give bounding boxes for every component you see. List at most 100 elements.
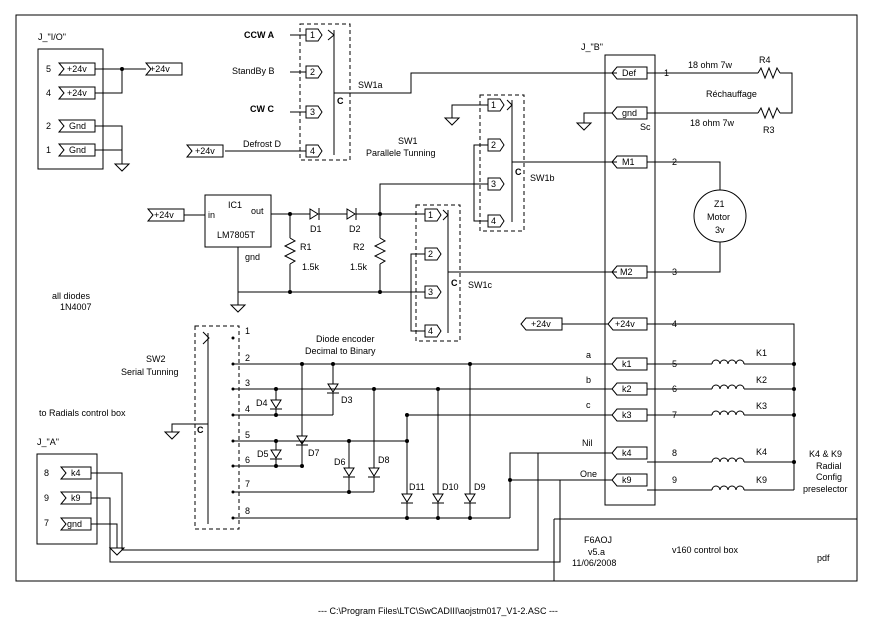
switch-sw1c: 1 2 3 4 C SW1c	[410, 204, 617, 342]
encoder-line-b: b	[586, 375, 591, 385]
sw1b-subtitle: Parallele Tunning	[366, 148, 436, 158]
sw2-common: C	[197, 425, 204, 435]
relay-k9	[711, 485, 745, 491]
jb-pin-label: k2	[622, 384, 632, 394]
sw1b-pin-num: 3	[491, 179, 496, 189]
ic1-name: IC1	[228, 200, 242, 210]
io-pin-num: 2	[46, 121, 51, 131]
jb-pin-label: M2	[620, 267, 633, 277]
sw1a-defrost-net: +24v	[195, 146, 215, 156]
diode-d11	[401, 493, 413, 503]
diode-d1	[309, 208, 319, 220]
diode-label: D4	[256, 398, 268, 408]
relay-note: preselector	[803, 484, 848, 494]
connector-io: J_"I/O" 5 +24v 4 +24v 2 Gnd 1 Gnd +24v	[37, 32, 183, 172]
r4-label: R4	[759, 55, 771, 65]
jb-pin-label: M1	[622, 157, 635, 167]
diode-note: all diodes	[52, 291, 91, 301]
relay-label: K4	[756, 447, 767, 457]
ic1-part: LM7805T	[217, 230, 256, 240]
ground-symbol	[443, 117, 461, 126]
relay-k3	[711, 410, 745, 416]
relay-supply: +24v	[520, 317, 796, 490]
motor-label: Motor	[707, 212, 730, 222]
connector-b-title: J_"B"	[581, 42, 603, 52]
title-author: F6AOJ	[584, 535, 612, 545]
border-frame	[15, 14, 858, 582]
jb-sc-label: Sc	[640, 122, 651, 132]
switch-sw1a: CCW A StandBy B CW C Defrost D +24v 1 2 …	[185, 23, 617, 161]
ground-symbol	[229, 304, 247, 313]
io-pin-num: 1	[46, 145, 51, 155]
diode-d2	[346, 208, 356, 220]
io-net-label: +24v	[150, 64, 170, 74]
motor-name: Z1	[714, 199, 725, 209]
sw1b-name: SW1b	[530, 173, 555, 183]
io-pin-label: +24v	[67, 64, 87, 74]
encoder-line-nil: Nil	[582, 438, 593, 448]
sw1c-pin-num: 2	[428, 249, 433, 259]
diode-label: D5	[257, 449, 269, 459]
ground-symbol	[113, 163, 131, 172]
connector-a-title: J_"A"	[37, 437, 59, 447]
r2-label: R2	[353, 242, 365, 252]
r1-value: 1.5k	[302, 262, 320, 272]
diode-part: 1N4007	[60, 302, 92, 312]
switch-sw2: SW2 Serial Tunning C 1 2 3 4 5 6 7 8	[121, 325, 250, 530]
jb-pin-label: k3	[622, 410, 632, 420]
ja-pin-label: k9	[71, 493, 81, 503]
jb-pin-label: Def	[622, 68, 637, 78]
title-version: v5.a	[588, 547, 605, 557]
sw1a-input-label: StandBy B	[232, 66, 275, 76]
jb-pin-label: +24v	[615, 319, 635, 329]
connector-a: to Radials control box J_"A" 8 k4 9 k9 7…	[36, 408, 612, 563]
sw1a-name: SW1a	[358, 80, 383, 90]
jb-pin-label: k4	[622, 448, 632, 458]
sw1b-pin-num: 2	[491, 140, 496, 150]
diode-label: D6	[334, 457, 346, 467]
motor-voltage: 3v	[715, 225, 725, 235]
sw1c-common: C	[451, 278, 458, 288]
heater-label: Réchauffage	[706, 89, 757, 99]
sw1a-input-label: CW C	[250, 104, 274, 114]
title-date: 11/06/2008	[572, 558, 616, 568]
io-pin-num: 5	[46, 64, 51, 74]
relay-note: Radial	[816, 461, 842, 471]
jb-pin-label: k1	[622, 359, 632, 369]
ja-pin-num: 9	[44, 493, 49, 503]
encoder-subtitle: Decimal to Binary	[305, 346, 376, 356]
diode-d7	[296, 435, 308, 445]
ic1-input-net: +24v	[154, 210, 174, 220]
relay-k2	[711, 384, 745, 390]
r3-value: 18 ohm 7w	[690, 118, 735, 128]
diode-d8	[368, 467, 380, 477]
io-pin-label: Gnd	[69, 145, 86, 155]
relay-coils: K1 K2 K3 K4 K9 K4 & K9 Radial Config pre…	[647, 348, 848, 494]
ja-pin-label: gnd	[67, 519, 82, 529]
ground-symbol	[163, 431, 181, 440]
switch-sw1b: SW1 Parallele Tunning 1 2 3 4 C SW1b	[366, 94, 617, 232]
footer-path: --- C:\Program Files\LTC\SwCADIII\aojstm…	[318, 606, 558, 616]
r2-value: 1.5k	[350, 262, 368, 272]
relay-k1	[711, 359, 745, 365]
resistor-r2	[373, 237, 387, 265]
sw1b-common: C	[515, 167, 522, 177]
diode-label: D8	[378, 455, 390, 465]
jb-pin-label: k9	[622, 475, 632, 485]
connector-b: J_"B" Def 1 gnd Sc M1 2 M2 3 +24v 4 k1 5…	[575, 42, 677, 506]
sw1a-input-label: Defrost D	[243, 139, 282, 149]
sw1a-common: C	[337, 96, 344, 106]
motor-z1: Z1 Motor 3v	[647, 161, 747, 273]
sw2-pin-num: 5	[245, 430, 250, 440]
ja-pin-num: 8	[44, 468, 49, 478]
encoder-title: Diode encoder	[316, 334, 375, 344]
io-pin-num: 4	[46, 88, 51, 98]
relay-note: Config	[816, 472, 842, 482]
sw1a-pin-num: 2	[310, 67, 315, 77]
jb-pin-num: 8	[672, 448, 677, 458]
regulator-ic1: +24v IC1 in out LM7805T gnd D1 D2 R1 1.5…	[146, 194, 425, 313]
diode-d4	[270, 399, 282, 409]
diode-label: D10	[442, 482, 459, 492]
ic1-out-label: out	[251, 206, 264, 216]
